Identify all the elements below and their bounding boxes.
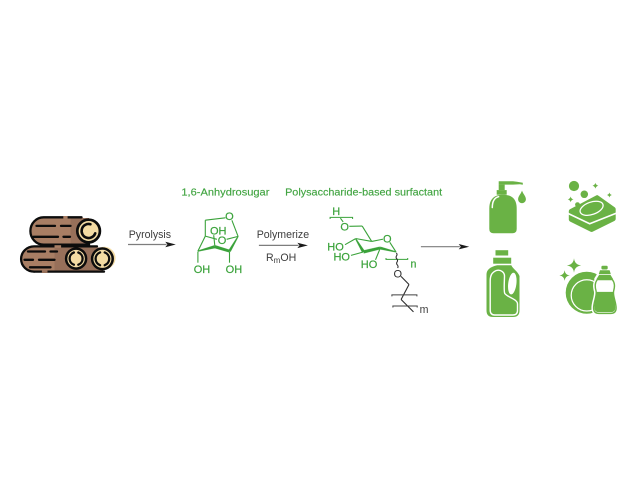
svg-text:OH: OH xyxy=(210,225,227,237)
svg-text:O: O xyxy=(225,211,234,223)
svg-text:HO: HO xyxy=(333,251,350,263)
svg-text:Polymerize: Polymerize xyxy=(257,229,310,241)
svg-text:n: n xyxy=(411,258,417,270)
svg-text:H: H xyxy=(332,206,340,218)
svg-text:O: O xyxy=(394,268,403,280)
svg-text:OH: OH xyxy=(226,264,243,276)
svg-text:O: O xyxy=(218,235,227,247)
svg-text:1,6-Anhydrosugar: 1,6-Anhydrosugar xyxy=(181,188,270,199)
svg-text:O: O xyxy=(340,221,349,233)
svg-text:Polysaccharide-based surfactan: Polysaccharide-based surfactant xyxy=(285,188,442,199)
svg-text:RmOH: RmOH xyxy=(266,252,296,265)
svg-text:OH: OH xyxy=(194,264,211,276)
svg-text:O: O xyxy=(383,233,392,245)
svg-text:HO: HO xyxy=(361,259,378,271)
svg-text:Pyrolysis: Pyrolysis xyxy=(129,229,171,241)
svg-text:HO: HO xyxy=(327,241,344,253)
svg-text:m: m xyxy=(420,304,429,316)
